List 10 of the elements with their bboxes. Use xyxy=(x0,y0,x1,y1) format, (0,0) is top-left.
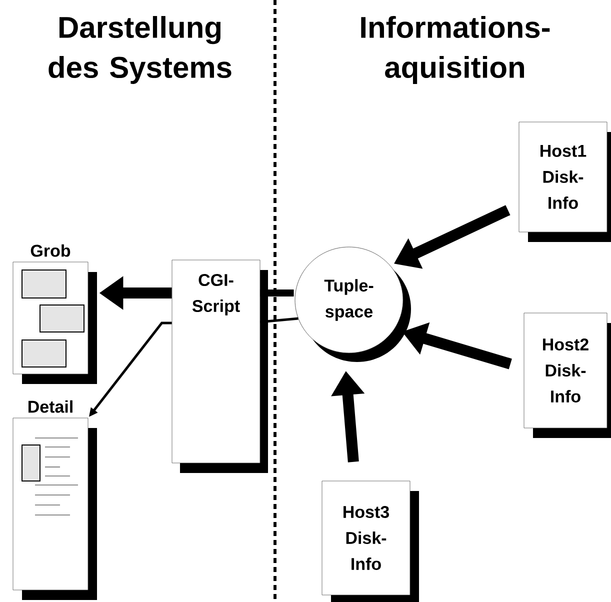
script-box: CGI- Script xyxy=(172,260,268,473)
connector-line xyxy=(260,290,294,296)
page-heading: Detail xyxy=(28,400,72,413)
host-box: Host1 Disk- Info xyxy=(518,122,611,242)
heading: Darstellung des Systems xyxy=(48,16,232,84)
host-box: Host3 Disk- Info xyxy=(322,480,419,602)
page-heading: Grob xyxy=(30,244,70,257)
heading: Informations- aquisition xyxy=(361,16,550,84)
host-box: Host2 Disk- Info xyxy=(524,312,611,438)
connector-line xyxy=(260,317,298,324)
